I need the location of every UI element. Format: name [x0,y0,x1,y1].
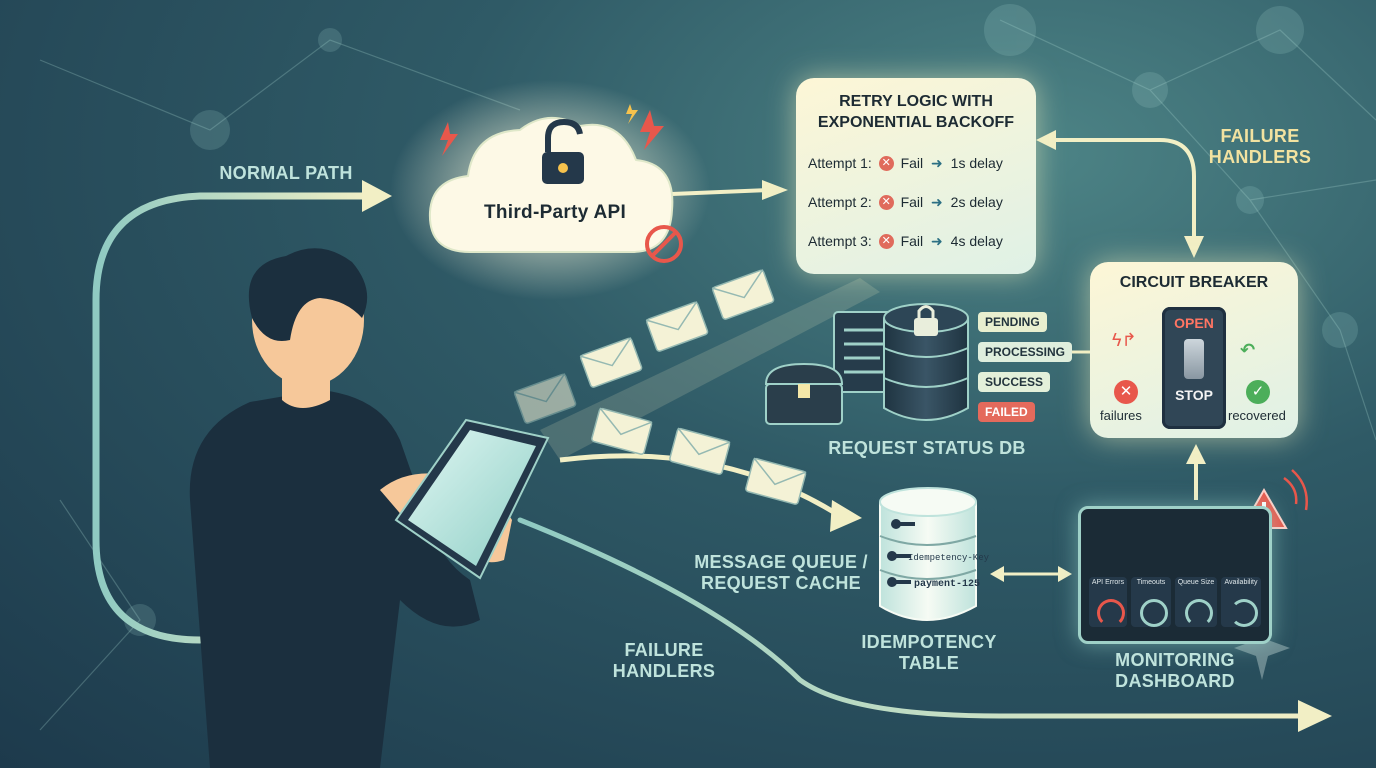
attempt-result: Fail [900,155,924,172]
retry-title: RETRY LOGIC WITH EXPONENTIAL BACKOFF [817,93,1015,131]
idempotency-key-2: payment-125 [914,579,980,590]
background-network [39,19,1376,731]
fail-icon: ✕ [1114,380,1138,404]
failure-handlers-label-top: FAILURE HANDLERS [1208,126,1312,167]
key-icon [887,519,915,587]
fail-icon: ✕ [878,194,894,210]
gauge-queue-size: Queue Size [1175,577,1217,627]
monitoring-dashboard[interactable]: API Errors Timeouts Queue Size Availabil… [1078,506,1272,644]
document-icon [833,311,897,393]
failures-label: failures [1100,408,1142,423]
status-pill-pending: PENDING [978,312,1047,332]
attempt-label: Attempt 1: [808,155,872,172]
check-icon: ✓ [1246,380,1270,404]
cloud-icon [390,80,710,300]
idempotency-dashboard-arrow [990,566,1072,582]
gauge-icon [1185,599,1213,627]
return-arrow-icon: ↶ [1240,340,1256,360]
breaker-switch[interactable]: OPEN STOP [1162,307,1226,429]
gauge-label: Queue Size [1177,579,1215,586]
attempt-delay: 2s delay [950,194,1003,211]
status-pill-failed: FAILED [978,402,1035,422]
lightning-icon [440,104,664,156]
status-pill-processing: PROCESSING [978,342,1073,362]
arrow-right-icon: ➜ [931,193,943,210]
clock-icon [1140,599,1168,627]
arrow-right-icon: ➜ [931,232,943,249]
request-status-db-label: REQUEST STATUS DB [828,438,1026,458]
breaker-state-stop: STOP [1175,387,1213,403]
switch-lever-icon [1184,339,1204,379]
sparkle-icon [1234,614,1290,680]
envelope-icons [513,269,807,505]
circuit-breaker-title: CIRCUIT BREAKER [1119,274,1269,291]
third-party-api-label: Third-Party API [483,202,627,223]
lock-icon [914,305,938,336]
lock-open-icon [542,118,584,184]
breaker-state-open: OPEN [1174,315,1214,331]
gauge-icon [1097,599,1125,627]
gauge-api-errors: API Errors [1089,577,1127,627]
idempotency-key-1: Idempetency-Key [908,553,990,563]
retry-cb-loop-arrow [1036,130,1204,258]
attempt-row-2: Attempt 2: ✕ Fail ➜ 2s delay [808,193,1032,211]
attempt-result: Fail [900,233,924,250]
attempt-delay: 1s delay [950,155,1003,172]
message-queue-label: MESSAGE QUEUE / REQUEST CACHE [694,552,868,593]
person-illustration [189,248,512,768]
failure-path-arrow [517,517,1332,732]
lightning-icon: ϟ↱ [1112,330,1137,350]
background-nodes [124,4,1358,636]
treasure-chest-icon [764,362,844,425]
monitoring-dashboard-label: MONITORING DASHBOARD [1115,650,1235,691]
gauge-icon [1230,599,1258,627]
idempotency-table-label: IDEMPOTENCY TABLE [861,632,997,673]
dashboard-to-cb-arrow [1186,444,1206,500]
idempotency-database-icon [879,487,977,621]
normal-path-arrow [92,180,392,644]
attempt-label: Attempt 3: [808,233,872,250]
blocked-icon [645,225,683,263]
gauge-availability: Availability [1221,577,1261,627]
attempt-row-3: Attempt 3: ✕ Fail ➜ 4s delay [808,232,1032,250]
attempt-row-1: Attempt 1: ✕ Fail ➜ 1s delay [808,154,1032,172]
failure-handlers-label-bottom: FAILURE HANDLERS [612,640,716,681]
attempt-result: Fail [900,194,924,211]
gauge-label: Availability [1224,579,1258,586]
arrow-right-icon: ➜ [931,154,943,171]
gauge-timeouts: Timeouts [1131,577,1171,627]
attempt-label: Attempt 2: [808,194,872,211]
fail-icon: ✕ [878,155,894,171]
normal-path-label: NORMAL PATH [219,163,353,183]
recovered-label: recovered [1228,408,1286,423]
fail-icon: ✕ [878,233,894,249]
gauge-label: Timeouts [1136,579,1166,586]
circuit-breaker-panel: CIRCUIT BREAKER OPEN STOP ϟ↱ ✕ failures … [1090,262,1298,438]
attempt-delay: 4s delay [950,233,1003,250]
gauge-label: API Errors [1091,579,1125,586]
retry-logic-panel: RETRY LOGIC WITH EXPONENTIAL BACKOFF Att… [796,78,1036,274]
tablet-icon[interactable] [394,418,550,580]
status-pill-success: SUCCESS [978,372,1051,392]
